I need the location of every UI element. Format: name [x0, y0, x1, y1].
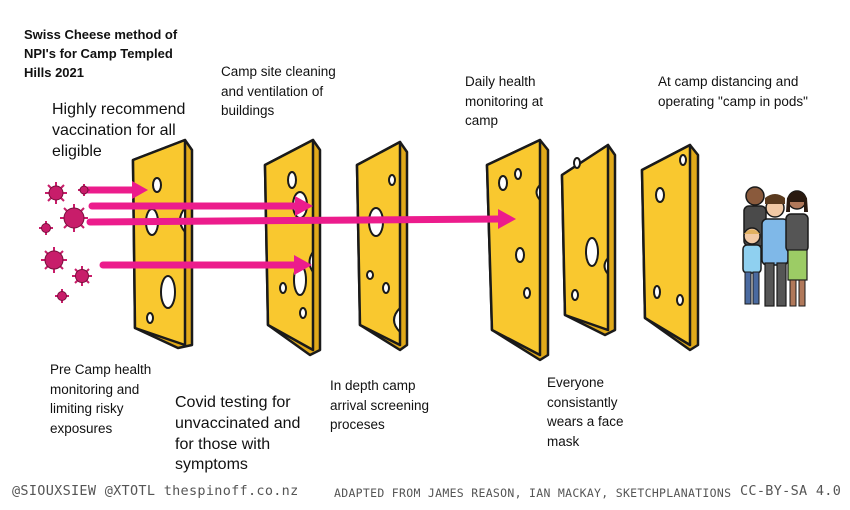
virus-icon — [55, 289, 69, 303]
cheese-slice-5 — [560, 143, 617, 337]
virus-icon — [60, 204, 88, 232]
label-covid-testing: Covid testing for unvaccinated and for t… — [175, 394, 301, 474]
virus-icon — [72, 266, 92, 286]
virus-icon — [45, 182, 67, 204]
label-daily-health: Daily health monitoring at camp — [465, 74, 544, 129]
cheese-slice-6 — [640, 143, 700, 352]
cheese-slice-1 — [131, 138, 194, 350]
credits-license: CC-BY-SA 4.0 — [740, 483, 842, 499]
virus-icon — [78, 184, 90, 196]
credits-authors: @SIOUXSIEW @XTOTL thespinoff.co.nz — [12, 483, 299, 499]
label-arrival-screening: In depth camp arrival screening proceses — [330, 378, 430, 433]
cheese-slice-2 — [263, 138, 322, 357]
cheese-slice-3 — [355, 140, 409, 352]
label-vaccination: Highly recommend vaccination for all eli… — [52, 101, 186, 160]
label-pre-camp: Pre Camp health monitoring and limiting … — [50, 362, 152, 436]
family-group-icon — [742, 186, 809, 307]
arrow-1 — [84, 181, 148, 199]
arrow-2 — [88, 196, 313, 216]
arrow-3 — [86, 209, 516, 229]
credits-adapted: ADAPTED FROM JAMES REASON, IAN MACKAY, S… — [334, 486, 732, 500]
arrow-4 — [99, 255, 312, 275]
diagram-title: Swiss Cheese method of NPI's for Camp Te… — [24, 27, 178, 80]
cheese-slice-4 — [485, 138, 550, 362]
label-face-mask: Everyone consistantly wears a face mask — [547, 375, 624, 449]
label-distancing: At camp distancing and operating "camp i… — [658, 74, 808, 109]
virus-icon — [39, 221, 53, 235]
label-cleaning: Camp site cleaning and ventilation of bu… — [221, 64, 336, 119]
virus-icon — [41, 247, 67, 273]
